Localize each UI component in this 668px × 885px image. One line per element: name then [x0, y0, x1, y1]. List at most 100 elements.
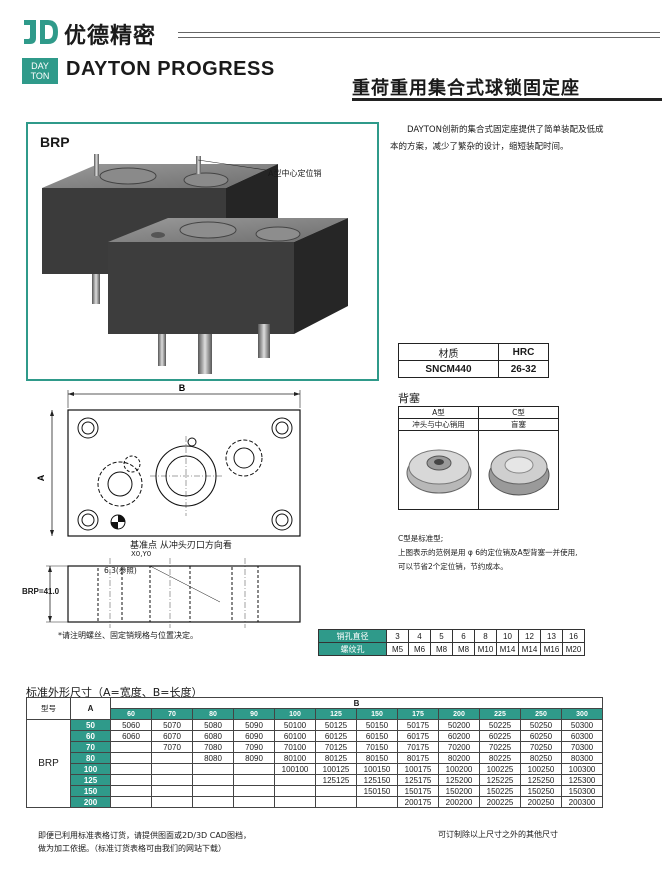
size-code-cell: 80175 [397, 752, 439, 764]
product-photo [42, 154, 348, 374]
pin-diameter-cell: 12 [518, 629, 541, 643]
size-code-cell: 8090 [233, 752, 275, 764]
size-code-cell [192, 785, 234, 797]
hrc-value: 26-32 [498, 360, 549, 378]
size-code-cell: 60200 [438, 730, 480, 742]
b-value-header: 300 [561, 708, 603, 720]
thread-size-cell: M6 [408, 642, 431, 656]
brp-height-label: BRP=41.0 [22, 587, 60, 596]
size-code-cell [274, 785, 316, 797]
size-code-cell: 150175 [397, 785, 439, 797]
size-code-cell: 60125 [315, 730, 357, 742]
a-value-cell: 150 [70, 785, 111, 797]
b-value-header: 250 [520, 708, 562, 720]
b-value-header: 225 [479, 708, 521, 720]
col-a: A [70, 697, 111, 720]
size-code-cell: 60175 [397, 730, 439, 742]
size-code-cell: 125250 [520, 774, 562, 786]
product-photo-frame: BRP A型中心定位销 [26, 122, 379, 381]
size-code-cell: 80125 [315, 752, 357, 764]
a-value-cell: 80 [70, 752, 111, 764]
size-code-cell: 6080 [192, 730, 234, 742]
material-table: 材质 HRC SNCM440 26-32 [398, 343, 549, 378]
size-code-cell: 5070 [151, 719, 193, 731]
size-code-cell [274, 796, 316, 808]
size-code-cell: 60150 [356, 730, 398, 742]
thread-size-cell: M16 [540, 642, 563, 656]
plug-desc-c: 盲塞 [478, 418, 559, 431]
size-code-cell: 60300 [561, 730, 603, 742]
size-code-cell: 70125 [315, 741, 357, 753]
size-code-cell: 100200 [438, 763, 480, 775]
page-title: 重荷重用集合式球锁固定座 [352, 78, 580, 99]
size-code-cell: 150250 [520, 785, 562, 797]
size-code-cell: 100125 [315, 763, 357, 775]
size-code-cell [110, 785, 152, 797]
pin-row2-label: 螺纹孔 [318, 642, 387, 656]
col-type: 型号 [26, 697, 71, 720]
b-value-header: 200 [438, 708, 480, 720]
title-rule [352, 98, 662, 101]
size-code-cell: 125175 [397, 774, 439, 786]
thread-size-cell: M8 [452, 642, 475, 656]
size-code-cell: 70150 [356, 741, 398, 753]
b-value-header: 125 [315, 708, 357, 720]
thread-size-cell: M8 [430, 642, 453, 656]
datum-label: 基准点 从冲头刃口方向看 [130, 541, 232, 551]
pin-diameter-cell: 5 [430, 629, 453, 643]
size-code-cell [192, 763, 234, 775]
size-code-cell: 200175 [397, 796, 439, 808]
size-code-cell: 80150 [356, 752, 398, 764]
b-value-header: 70 [151, 708, 193, 720]
size-code-cell: 7070 [151, 741, 193, 753]
size-code-cell: 80225 [479, 752, 521, 764]
size-code-cell: 100225 [479, 763, 521, 775]
plug-type-c: C型 [478, 406, 559, 419]
pin-diameter-cell: 16 [562, 629, 585, 643]
size-code-cell: 200200 [438, 796, 480, 808]
size-code-cell: 200225 [479, 796, 521, 808]
size-code-cell: 50250 [520, 719, 562, 731]
jd-logo [24, 20, 58, 44]
size-code-cell [315, 796, 357, 808]
size-code-cell: 7090 [233, 741, 275, 753]
brand-en: DAYTON PROGRESS [66, 58, 275, 80]
size-code-cell [192, 774, 234, 786]
pin-diameter-cell: 8 [474, 629, 497, 643]
size-code-cell [274, 774, 316, 786]
pin-diameter-cell: 6 [452, 629, 475, 643]
size-code-cell [315, 785, 357, 797]
size-code-cell: 60250 [520, 730, 562, 742]
pin-diameter-cell: 10 [496, 629, 519, 643]
size-code-cell [151, 763, 193, 775]
a-value-cell: 125 [70, 774, 111, 786]
size-code-cell [356, 796, 398, 808]
size-code-cell: 6090 [233, 730, 275, 742]
size-code-cell: 70175 [397, 741, 439, 753]
size-code-cell: 50200 [438, 719, 480, 731]
a-value-cell: 70 [70, 741, 111, 753]
size-code-cell [151, 796, 193, 808]
dim-a: A [36, 474, 46, 481]
size-code-cell [151, 785, 193, 797]
header-rule [178, 32, 660, 38]
size-code-cell: 125200 [438, 774, 480, 786]
size-code-cell [110, 752, 152, 764]
size-code-cell: 150150 [356, 785, 398, 797]
size-code-cell: 150300 [561, 785, 603, 797]
pin-diameter-cell: 3 [386, 629, 409, 643]
size-code-cell [192, 796, 234, 808]
pin-diameter-cell: 4 [408, 629, 431, 643]
plug-a-image [398, 430, 479, 510]
plug-type-a: A型 [398, 406, 479, 419]
